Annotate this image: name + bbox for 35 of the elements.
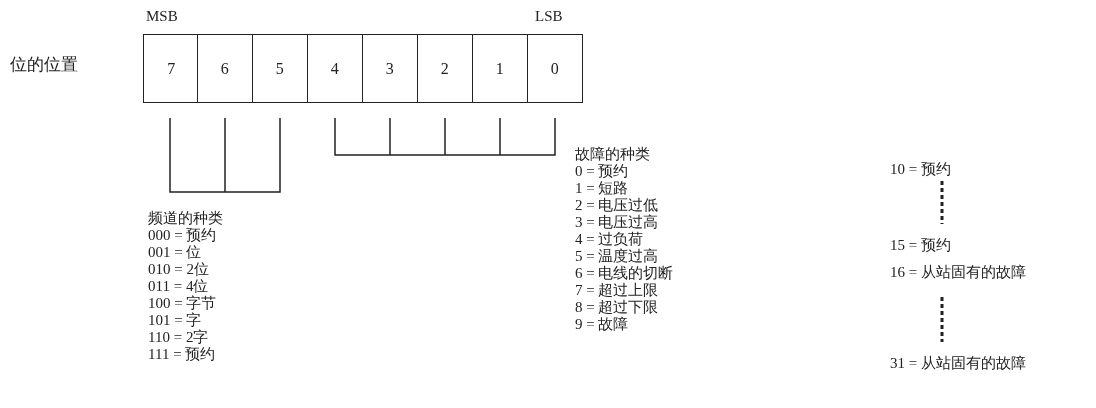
list-item: 101 = 字 <box>148 312 202 329</box>
bit-cell: 7 <box>143 34 200 103</box>
list-item: 8 = 超过下限 <box>575 299 659 316</box>
list-item: 2 = 电压过低 <box>575 197 659 214</box>
bit-order-label: LSB <box>535 8 563 25</box>
list-heading: 频道的种类 <box>148 210 223 227</box>
list-item: 011 = 4位 <box>148 278 209 295</box>
list-item: 3 = 电压过高 <box>575 214 659 231</box>
list-item: 6 = 电线的切断 <box>575 265 674 282</box>
list-heading: 故障的种类 <box>575 146 650 163</box>
list-item: 16 = 从站固有的故障 <box>890 264 1026 281</box>
list-item: 111 = 预约 <box>148 346 216 363</box>
list-item: 9 = 故障 <box>575 316 629 333</box>
list-item: 000 = 预约 <box>148 227 217 244</box>
list-item: 5 = 温度过高 <box>575 248 659 265</box>
list-item: 010 = 2位 <box>148 261 209 278</box>
bit-cell: 5 <box>251 34 308 103</box>
row-label: 位的位置 <box>10 56 78 73</box>
list-item: 4 = 过负荷 <box>575 231 644 248</box>
bit-order-label: MSB <box>146 8 178 25</box>
bit-cell: 0 <box>526 34 583 103</box>
bit-cell: 1 <box>471 34 528 103</box>
bit-cell: 3 <box>361 34 418 103</box>
list-item: 001 = 位 <box>148 244 202 261</box>
list-item: 7 = 超过上限 <box>575 282 659 299</box>
list-item: 0 = 预约 <box>575 163 629 180</box>
list-item: 31 = 从站固有的故障 <box>890 355 1026 372</box>
list-item: 10 = 预约 <box>890 161 951 178</box>
bit-cell: 2 <box>416 34 473 103</box>
bit-cell: 4 <box>306 34 363 103</box>
list-item: 1 = 短路 <box>575 180 629 197</box>
bit-cell: 6 <box>196 34 253 103</box>
list-item: 110 = 2字 <box>148 329 209 346</box>
list-item: 15 = 预约 <box>890 237 951 254</box>
list-item: 100 = 字节 <box>148 295 217 312</box>
